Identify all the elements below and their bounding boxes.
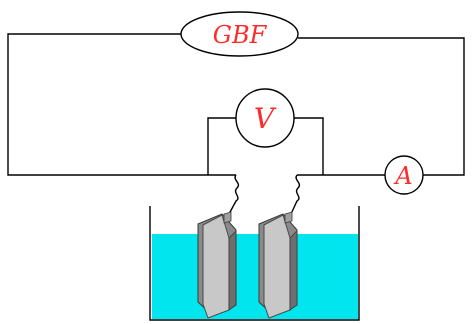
- wire-voltmeter-left: [207, 117, 236, 175]
- electrode-plate-right: [258, 211, 298, 319]
- ammeter: A: [384, 155, 424, 195]
- electrode-plate-left: [197, 211, 237, 319]
- generator-label: GBF: [213, 21, 268, 49]
- generator-gbf: GBF: [180, 11, 299, 57]
- wire-top-left: [7, 33, 236, 176]
- voltmeter-label: V: [254, 102, 277, 135]
- generator-body: [180, 11, 299, 57]
- voltmeter-body: [235, 88, 295, 148]
- wire-voltmeter-right: [294, 117, 324, 175]
- voltmeter: V: [235, 88, 295, 148]
- ammeter-body: [384, 155, 424, 195]
- electrolyte-liquid: [152, 234, 358, 319]
- wire-top-right: [298, 37, 465, 176]
- electrode-lead-left: [228, 174, 240, 215]
- ammeter-label: A: [393, 162, 412, 190]
- electrode-lead-right: [290, 174, 301, 215]
- electrolysis-tank: [149, 206, 360, 321]
